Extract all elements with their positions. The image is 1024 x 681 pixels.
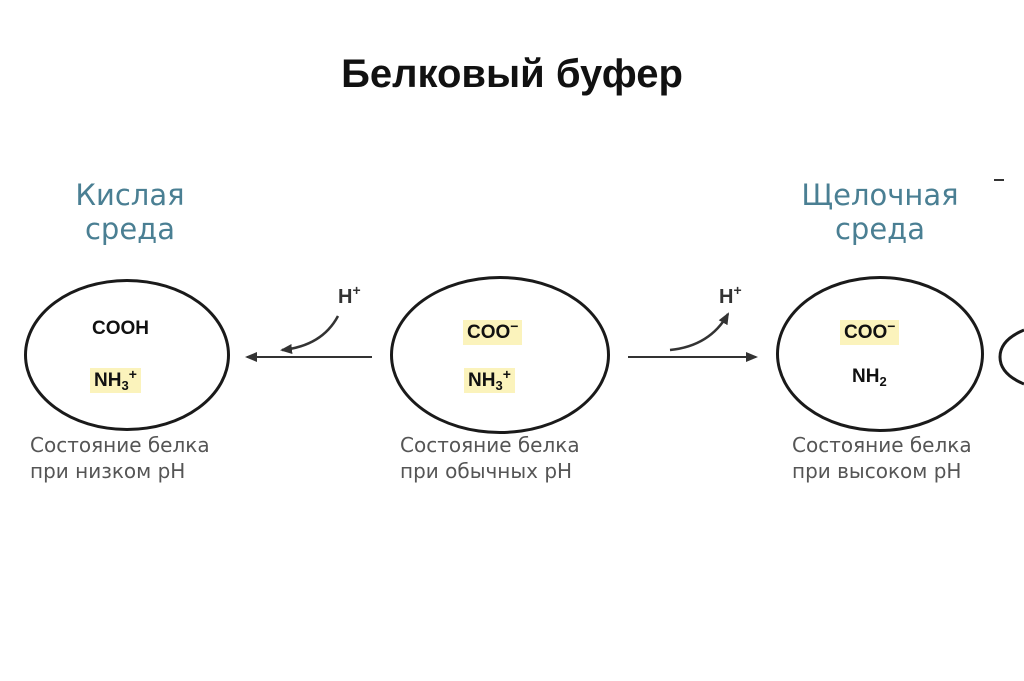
protein-state-low-ph [24, 279, 230, 431]
acid-environment-label: Кислая среда [50, 178, 210, 246]
group-cooh: COOH [92, 318, 149, 339]
caption-high-ph-line1: Состояние белка [792, 433, 972, 457]
caption-normal-ph: Состояние белка при обычных pH [400, 432, 580, 484]
caption-low-ph-line1: Состояние белка [30, 433, 210, 457]
caption-normal-ph-line1: Состояние белка [400, 433, 580, 457]
curved-arrow-proton-out [669, 312, 730, 352]
caption-normal-ph-line2: при обычных pH [400, 459, 573, 483]
alkaline-environment-line1: Щелочная [801, 178, 959, 212]
acid-environment-line2: среда [84, 212, 176, 246]
caption-high-ph: Состояние белка при высоком pH [792, 432, 972, 484]
alkaline-environment-label: Щелочная среда [770, 178, 990, 246]
caption-low-ph-line2: при низком pH [30, 459, 186, 483]
group-coo-minus-middle: COO− [463, 318, 523, 345]
group-nh3-plus-left: NH3+ [90, 366, 141, 393]
partial-ellipse-edge [998, 328, 1024, 386]
protein-state-normal-ph [390, 276, 610, 434]
caption-high-ph-line2: при высоком pH [792, 459, 962, 483]
acid-environment-line1: Кислая [75, 178, 185, 212]
page-title: Белковый буфер [341, 52, 683, 96]
caption-low-ph: Состояние белка при низком pH [30, 432, 210, 484]
curved-arrow-proton-in [280, 315, 340, 354]
group-nh2: NH2 [852, 366, 887, 389]
group-nh3-plus-middle: NH3+ [464, 366, 515, 393]
alkaline-environment-line2: среда [834, 212, 926, 246]
protein-state-high-ph [776, 276, 984, 432]
proton-label-alkaline: H+ [719, 282, 742, 308]
proton-label-acid: H+ [338, 282, 361, 308]
group-coo-minus-right: COO− [840, 318, 900, 345]
